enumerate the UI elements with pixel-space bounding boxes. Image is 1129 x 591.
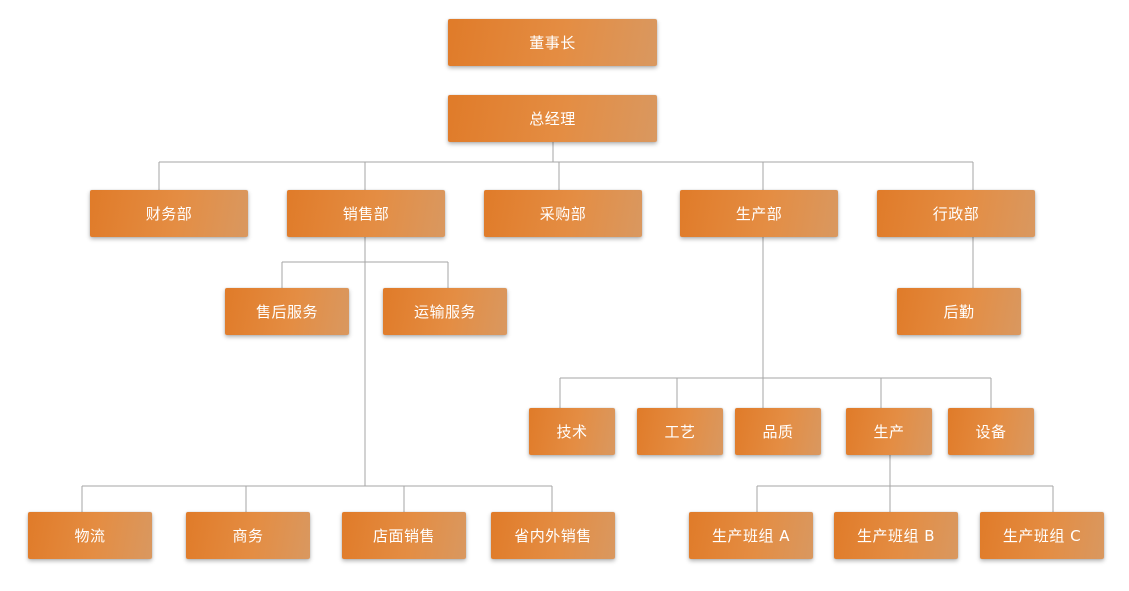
node-business: 商务 (186, 512, 310, 559)
node-after-sales: 售后服务 (225, 288, 349, 335)
node-purchasing: 采购部 (484, 190, 642, 237)
node-team-b: 生产班组 B (834, 512, 958, 559)
node-chairman: 董事长 (448, 19, 657, 66)
node-quality: 品质 (735, 408, 821, 455)
node-finance: 财务部 (90, 190, 248, 237)
node-production: 生产部 (680, 190, 838, 237)
node-process: 工艺 (637, 408, 723, 455)
node-technology: 技术 (529, 408, 615, 455)
node-logistics: 物流 (28, 512, 152, 559)
node-general-manager: 总经理 (448, 95, 657, 142)
node-store-sales: 店面销售 (342, 512, 466, 559)
node-team-a: 生产班组 A (689, 512, 813, 559)
node-transport: 运输服务 (383, 288, 507, 335)
node-regional-sales: 省内外销售 (491, 512, 615, 559)
node-production-unit: 生产 (846, 408, 932, 455)
node-equipment: 设备 (948, 408, 1034, 455)
node-administration: 行政部 (877, 190, 1035, 237)
node-sales: 销售部 (287, 190, 445, 237)
node-team-c: 生产班组 C (980, 512, 1104, 559)
node-logistics-support: 后勤 (897, 288, 1021, 335)
